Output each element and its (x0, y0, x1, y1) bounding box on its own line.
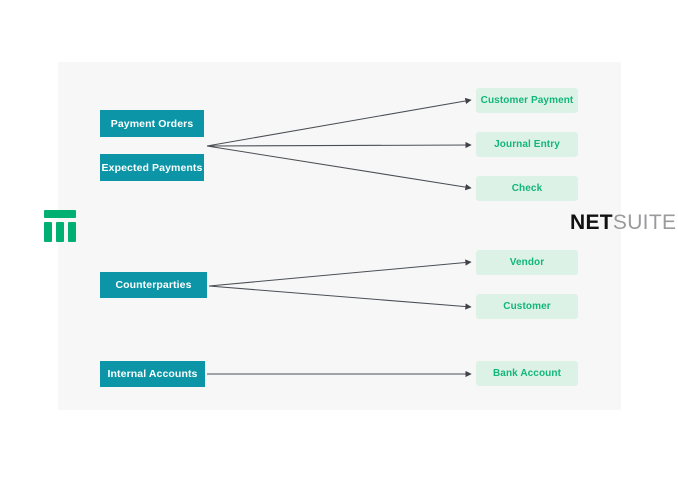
node-label: Internal Accounts (107, 368, 198, 380)
node-label: Check (511, 183, 543, 194)
node-payment-orders[interactable]: Payment Orders (100, 110, 204, 137)
node-customer-payment[interactable]: Customer Payment (476, 88, 578, 113)
node-customer[interactable]: Customer (476, 294, 578, 319)
node-label: Vendor (509, 257, 545, 268)
node-label: Customer (503, 301, 551, 312)
node-label: Journal Entry (494, 139, 560, 150)
node-label: Counterparties (115, 279, 192, 291)
node-label: Bank Account (492, 368, 562, 379)
node-counterparties[interactable]: Counterparties (100, 272, 207, 298)
node-label: Payment Orders (110, 117, 194, 130)
node-internal-accounts[interactable]: Internal Accounts (100, 361, 205, 387)
node-vendor[interactable]: Vendor (476, 250, 578, 275)
node-journal-entry[interactable]: Journal Entry (476, 132, 578, 157)
node-expected-payments[interactable]: Expected Payments (100, 154, 204, 181)
node-label: Expected Payments (101, 161, 203, 174)
green-pillars-logo-icon (44, 210, 76, 242)
netsuite-wordmark-light: SUITE (612, 211, 677, 234)
node-label: Customer Payment (480, 95, 574, 106)
node-bank-account[interactable]: Bank Account (476, 361, 578, 386)
netsuite-wordmark-bold: NET (570, 211, 613, 234)
node-check[interactable]: Check (476, 176, 578, 201)
netsuite-wordmark: NETSUITE (570, 212, 676, 233)
